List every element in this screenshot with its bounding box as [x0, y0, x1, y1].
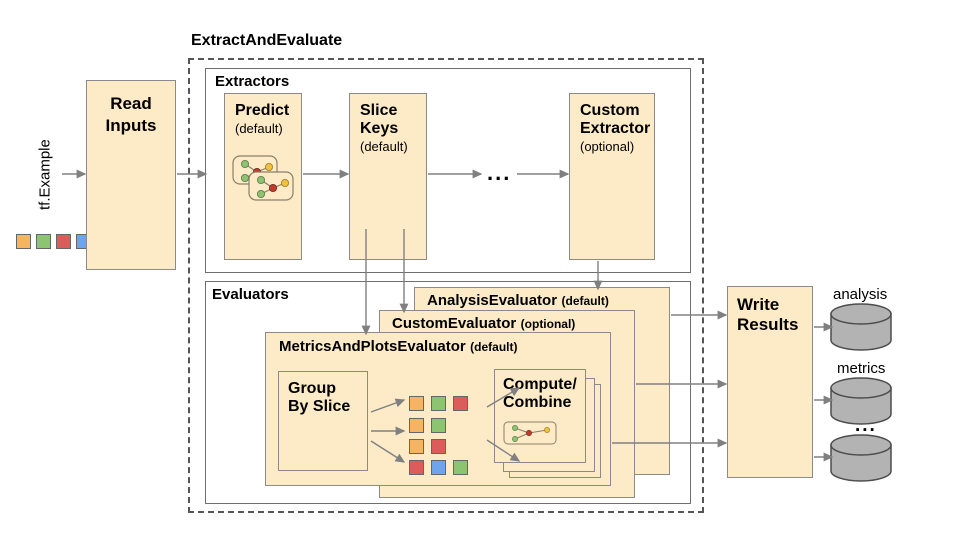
extractors-ellipsis: ... [487, 160, 512, 185]
extractors-section-label: Extractors [215, 73, 290, 90]
analysis-evaluator-qualifier: (default) [561, 294, 609, 308]
slice-swatch [431, 439, 446, 454]
group-by-slice-line2: By Slice [288, 398, 351, 415]
custom-evaluator-qualifier: (optional) [520, 317, 576, 331]
swatch-orange [16, 234, 31, 249]
input-label: tf.Example [36, 139, 54, 211]
extractor-predict-box[interactable]: Predict (default) [224, 93, 302, 260]
input-swatches [16, 234, 91, 250]
swatch-red [56, 234, 71, 249]
slice-swatch [431, 460, 446, 475]
extract-and-evaluate-container [188, 58, 704, 513]
slice-swatch [409, 460, 424, 475]
extractor-slice-keys-line1: Slice [360, 102, 398, 119]
compute-combine-line2: Combine [503, 394, 572, 411]
slice-swatch [431, 418, 446, 433]
graph-icon [503, 421, 557, 445]
compute-combine-box[interactable]: Compute/ Combine [494, 369, 586, 463]
extractor-custom-box[interactable]: Custom Extractor (optional) [569, 93, 655, 260]
analysis-evaluator-title: AnalysisEvaluator [427, 292, 558, 309]
read-inputs-box[interactable]: Read Inputs [86, 80, 176, 270]
extractor-slice-keys-qualifier: (default) [360, 139, 408, 154]
output-label-more: ... [855, 415, 877, 436]
metrics-evaluator-title: MetricsAndPlotsEvaluator [279, 338, 466, 355]
extractor-custom-line1: Custom [580, 102, 640, 119]
slice-swatch [453, 396, 468, 411]
extractor-predict-qualifier: (default) [235, 121, 283, 136]
group-by-slice-line1: Group [288, 380, 336, 397]
write-results-line1: Write [737, 295, 780, 314]
graph-icon [232, 155, 294, 201]
output-label-metrics: metrics [837, 360, 886, 377]
slice-swatch [409, 418, 424, 433]
extractor-custom-qualifier: (optional) [580, 139, 635, 154]
read-inputs-line2: Inputs [105, 116, 157, 135]
output-label-analysis: analysis [833, 286, 888, 303]
group-by-slice-box[interactable]: Group By Slice [278, 371, 368, 471]
slice-swatch [453, 460, 468, 475]
write-results-line2: Results [737, 315, 799, 334]
read-inputs-line1: Read [110, 94, 152, 113]
extract-and-evaluate-title: ExtractAndEvaluate [191, 32, 343, 49]
custom-evaluator-title: CustomEvaluator [392, 315, 517, 332]
extractor-slice-keys-box[interactable]: Slice Keys (default) [349, 93, 427, 260]
write-results-box[interactable]: Write Results [727, 286, 813, 478]
slice-swatch-matrix [409, 396, 479, 475]
extractor-predict-line1: Predict [235, 102, 290, 119]
extractor-slice-keys-line2: Keys [360, 120, 399, 137]
extractor-custom-line2: Extractor [580, 120, 651, 137]
swatch-green [36, 234, 51, 249]
slice-swatch [409, 439, 424, 454]
evaluators-section-label: Evaluators [212, 286, 289, 303]
compute-combine-line1: Compute/ [503, 376, 577, 393]
slice-swatch [409, 396, 424, 411]
slice-swatch [431, 396, 446, 411]
metrics-evaluator-qualifier: (default) [470, 340, 518, 354]
